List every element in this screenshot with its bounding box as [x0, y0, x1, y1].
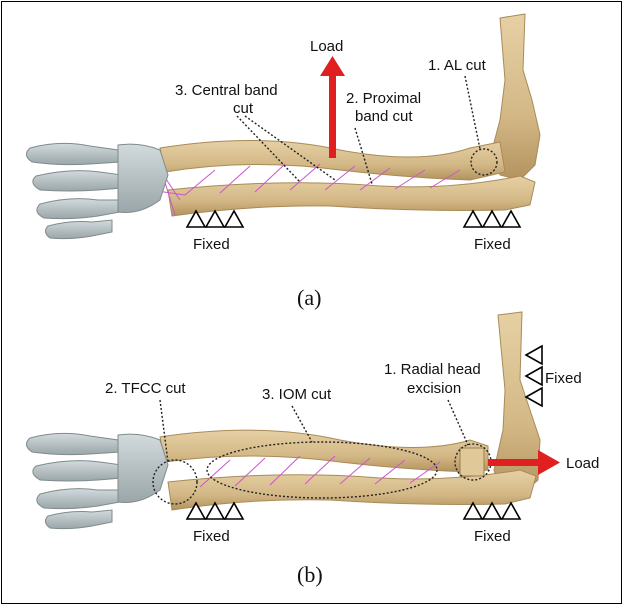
tfcc-cut-label: 2. TFCC cut	[105, 380, 186, 397]
central-band-cut-label-2: cut	[233, 100, 254, 117]
fixed-label-right-a: Fixed	[474, 236, 511, 253]
ulna-bone	[168, 176, 535, 216]
fixed-supports-upper-b	[526, 346, 542, 406]
load-label-a: Load	[310, 38, 343, 55]
panel-b: 1. Radial head excision 2. TFCC cut 3. I…	[26, 312, 599, 587]
fixed-supports-left-b	[187, 503, 243, 519]
proximal-band-cut-label-2: band cut	[355, 108, 413, 125]
al-cut-label: 1. AL cut	[428, 57, 487, 74]
central-band-cut-label-1: 3. Central band	[175, 82, 278, 99]
iom-cut-label: 3. IOM cut	[262, 386, 332, 403]
caption-b: (b)	[297, 562, 323, 587]
caption-a: (a)	[297, 285, 321, 310]
radial-head-excision	[460, 448, 484, 476]
fixed-label-right-b: Fixed	[474, 528, 511, 545]
panel-a: Load 1. AL cut 3. Central band cut 2. Pr…	[26, 14, 540, 310]
hand	[26, 143, 168, 238]
al-cut-leader	[465, 76, 480, 149]
fixed-label-left-a: Fixed	[193, 236, 230, 253]
fixed-supports-right-a	[464, 211, 520, 227]
radial-head-label-1: 1. Radial head	[384, 361, 481, 378]
fixed-label-left-b: Fixed	[193, 528, 230, 545]
load-arrow-a	[320, 56, 345, 158]
fixed-supports-right-b	[464, 503, 520, 519]
radial-head-label-2: excision	[407, 380, 461, 397]
proximal-band-cut-label-1: 2. Proximal	[346, 90, 421, 107]
fixed-supports-left-a	[187, 211, 243, 227]
humerus-b	[494, 312, 540, 496]
load-label-b: Load	[566, 455, 599, 472]
hand-b	[26, 433, 168, 528]
fixed-label-upper-b: Fixed	[545, 370, 582, 387]
